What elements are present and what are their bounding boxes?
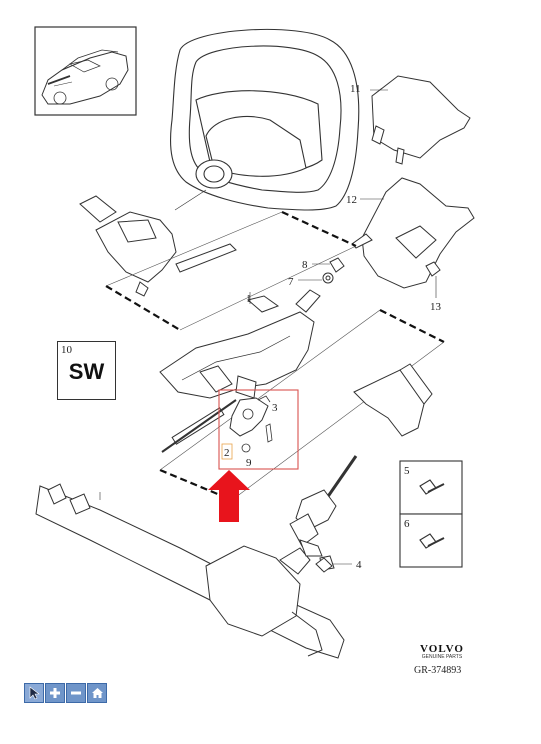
part-13-screw [425, 261, 441, 298]
parts-7-8-bolt [298, 257, 345, 284]
parts-5-6-insets [399, 460, 463, 568]
part-12-lower-cover [351, 177, 475, 289]
part-label-10: 10 [61, 344, 72, 356]
diagram-reference: GR-374893 [414, 665, 462, 676]
highlight-detail-box [218, 389, 299, 470]
part-label-13: 13 [430, 301, 442, 313]
brand-logo: VOLVO [420, 643, 464, 655]
part-label-6: 6 [404, 518, 410, 530]
combination-switch [79, 195, 237, 297]
minus-icon [71, 691, 81, 695]
part-11-upper-cover [370, 75, 471, 165]
zoom-out-button[interactable] [66, 683, 86, 703]
home-button[interactable] [87, 683, 107, 703]
part-label-8: 8 [302, 259, 308, 271]
select-button[interactable] [24, 683, 44, 703]
part-label-9: 9 [246, 457, 252, 469]
part-label-4: 4 [356, 559, 362, 571]
red-indicator-arrow [208, 470, 250, 522]
plus-icon [50, 688, 60, 698]
sw-box: 10 SW [57, 341, 116, 400]
car-thumbnail [34, 26, 137, 116]
part-label-11: 11 [350, 83, 361, 95]
cursor-icon [29, 686, 40, 700]
steering-wheel [169, 28, 360, 211]
column-assembly-outline [105, 211, 445, 502]
brand-subtitle: GENUINE PARTS [421, 654, 463, 660]
part-label-7: 7 [288, 276, 294, 288]
part-4-bolt [315, 557, 352, 573]
zoom-in-button[interactable] [45, 683, 65, 703]
brand-block: VOLVO GENUINE PARTS [412, 643, 472, 660]
diagram-toolbar [24, 683, 107, 703]
part-label-5: 5 [404, 465, 410, 477]
part-label-12: 12 [346, 194, 357, 206]
part-label-3: 3 [272, 402, 278, 414]
part-number-labels: 11 12 8 7 13 1 3 2 9 5 6 4 [224, 83, 442, 571]
steering-rack [35, 483, 345, 659]
part-label-1: 1 [246, 293, 252, 305]
part-label-2: 2 [224, 447, 230, 459]
home-icon [91, 688, 103, 698]
part-1-steering-column [159, 289, 321, 453]
sw-text: SW [68, 359, 105, 384]
